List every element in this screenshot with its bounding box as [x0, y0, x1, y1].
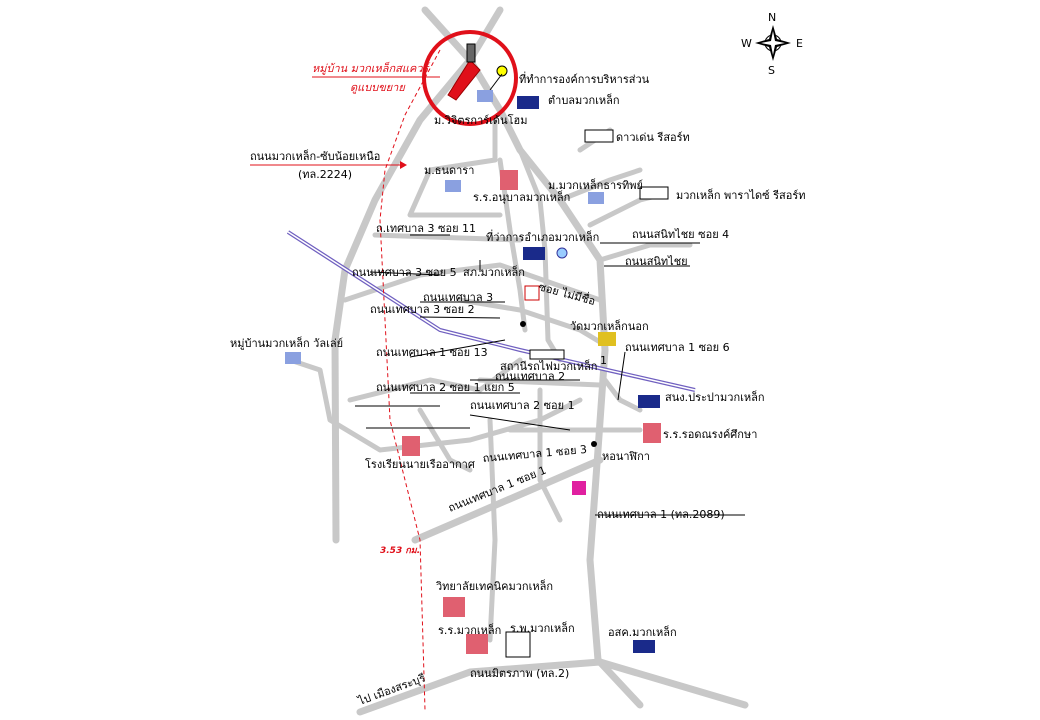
- village-icon: [285, 352, 301, 364]
- railway: [286, 230, 696, 392]
- temple-icon: [598, 332, 616, 346]
- map-label-obt1: ที่ทำการองค์การบริหารส่วน: [519, 71, 650, 86]
- resort-icon: [639, 186, 669, 200]
- government-building-icon: [638, 395, 660, 408]
- government-building-icon: [523, 247, 545, 260]
- road-sw-2: [347, 357, 523, 403]
- village-icon: [588, 192, 604, 204]
- map-label-hospital: ร.พ.มวกเหล็ก: [510, 621, 575, 635]
- map-label-anuban: ร.ร.อนุบาลมวกเหล็ก: [473, 190, 570, 204]
- map-label-t2s1: ถนนเทศบาล 2 ซอย 1: [470, 399, 575, 412]
- map-label-mittraphap: ถนนมิตรภาพ (ทล.2): [470, 667, 569, 680]
- compass-e: E: [796, 37, 803, 50]
- map-label-road2224b: (ทล.2224): [298, 168, 352, 181]
- compass-w: W: [741, 37, 752, 50]
- map-label-police: สภ.มวกเหล็ก: [463, 265, 525, 279]
- map-label-t1s6: ถนนเทศบาล 1 ซอย 6: [625, 341, 730, 354]
- map-label-road2224a: ถนนมวกเหล็ก-ซับน้อยเหนือ: [250, 149, 380, 163]
- school-flag-icon: [643, 423, 661, 443]
- train-station-icon: [529, 349, 565, 360]
- labels: หมู่บ้าน มวกเหล็กสแควร์ ดูแบบขยาย N S E …: [230, 11, 806, 708]
- school-flag-icon: [443, 597, 465, 617]
- map-label-clock: หอนาฬิกา: [602, 450, 650, 463]
- map-label-wijit: ม.วิจิตรการ์เด้นโฮม: [434, 113, 527, 127]
- roads: [287, 6, 749, 716]
- compass-rose-icon: [755, 25, 791, 61]
- police-icon: [524, 285, 540, 301]
- hospital-icon: [505, 631, 531, 658]
- map-label-t3s2: ถนนเทศบาล 3 ซอย 2: [370, 303, 475, 316]
- road-main-east: [466, 56, 644, 709]
- road-west-5: [457, 297, 608, 348]
- road-west-loop: [331, 56, 474, 544]
- callout-arrows: [250, 76, 440, 169]
- road-west-4: [342, 262, 603, 303]
- road-mittraphap: [356, 658, 749, 716]
- map-label-station: สถานีรถไฟมวกเหล็ก: [500, 359, 597, 373]
- school-flag-icon: [466, 634, 488, 654]
- road-inner: [407, 117, 503, 218]
- poi-icons: [285, 90, 669, 658]
- marker-1-icon: [496, 65, 508, 77]
- route-dashed-red: [379, 49, 441, 711]
- map-label-t2s1y5: ถนนเทศบาล 2 ซอย 1 แยก 5: [376, 381, 515, 394]
- map-label-thanadara: ม.ธนดารา: [424, 164, 474, 177]
- map-label-thanthip: ม.มวกเหล็กธารทิพย์: [548, 178, 643, 192]
- compass-s: S: [768, 64, 775, 77]
- map-label-t1: ถนนเทศบาล 1 (ทล.2089): [597, 508, 725, 521]
- hospital-cross-icon: [556, 247, 568, 259]
- map-label-sanit: ถนนสนิทไชย: [625, 255, 688, 268]
- map-label-paradise: มวกเหล็ก พาราไดซ์ รีสอร์ท: [676, 188, 806, 202]
- resort-icon: [584, 129, 614, 143]
- government-building-icon: [633, 640, 655, 653]
- map-label-t3s5: ถนนเทศบาล 3 ซอย 5: [352, 266, 457, 279]
- road-diagonal-south: [411, 456, 604, 544]
- map-label-valley: หมู่บ้านมวกเหล็ก วัลเล่ย์: [230, 336, 343, 350]
- school-flag-icon: [500, 170, 518, 190]
- map-label-t3: ถนนเทศบาล 3: [423, 291, 493, 304]
- map-label-rail_km: 1: [600, 354, 607, 367]
- map-label-obt2: ตำบลมวกเหล็ก: [548, 93, 620, 107]
- map-label-sanong: สนง.ประปามวกเหล็ก: [665, 390, 765, 404]
- village-icon: [477, 90, 493, 102]
- map-label-watnok: วัดมวกเหล็กนอก: [570, 319, 649, 333]
- road-sanit: [597, 242, 693, 263]
- road-south-2: [487, 417, 498, 643]
- map-label-t1s3: ถนนเทศบาล 1 ซอย 3: [482, 443, 587, 465]
- map-label-college: วิทยาลัยเทคนิคมวกเหล็ก: [435, 579, 553, 593]
- pointer-lines: [355, 234, 745, 516]
- village-callout-line1[interactable]: หมู่บ้าน มวกเหล็กสแควร์: [312, 61, 431, 75]
- map-label-daoden: ดาวเด่น รีสอร์ท: [616, 131, 690, 144]
- shop-icon: [572, 481, 586, 495]
- road-west-3: [372, 232, 523, 243]
- map-label-osk: อสค.มวกเหล็ก: [608, 625, 677, 639]
- map-label-distance_label: 3.53 กม.: [380, 546, 420, 556]
- village-icon: [445, 180, 461, 192]
- traffic-light-icon: [466, 43, 476, 63]
- compass-n: N: [768, 11, 776, 24]
- map-label-sanit4: ถนนสนิทไชย ซอย 4: [632, 228, 729, 241]
- highlight-circle[interactable]: [422, 30, 518, 126]
- map-label-amphoe: ที่ว่าการอำเภอมวกเหล็ก: [486, 229, 599, 244]
- map-label-airforce: โรงเรียนนายเรืออากาศ: [365, 457, 475, 471]
- road-east-1: [557, 167, 643, 203]
- map-label-t2: ถนนเทศบาล 2: [495, 370, 565, 383]
- road-east-4: [602, 377, 643, 413]
- government-building-icon: [517, 96, 539, 109]
- village-callout-line2[interactable]: ดูแบบขยาย: [350, 81, 406, 94]
- road-sw-3: [417, 407, 473, 473]
- map-label-t1s13: ถนนเทศบาล 1 ซอย 13: [376, 346, 488, 359]
- map-label-t3s11: ถ.เทศบาล 3 ซอย 11: [376, 222, 476, 235]
- road-south-3: [537, 387, 563, 523]
- road-t2: [477, 377, 603, 388]
- school-flag-icon: [402, 436, 420, 456]
- map-label-school: ร.ร.มวกเหล็ก: [438, 623, 501, 637]
- map-label-rodnarong: ร.ร.รอดณรงค์ศึกษา: [663, 428, 757, 441]
- village-square-marker[interactable]: [447, 59, 481, 101]
